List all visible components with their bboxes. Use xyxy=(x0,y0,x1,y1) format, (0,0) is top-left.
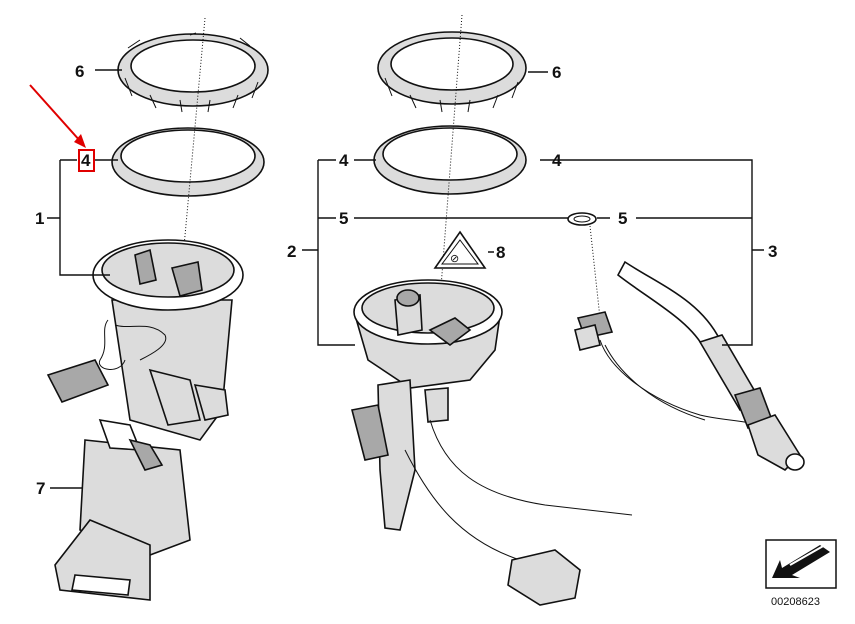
callout-6-right: 6 xyxy=(552,63,561,82)
callout-5-mid: 5 xyxy=(339,209,348,228)
filter-left xyxy=(54,418,191,601)
seal-ring-mid xyxy=(373,125,527,195)
callout-1: 1 xyxy=(35,209,44,228)
red-arrow-icon xyxy=(29,84,86,148)
part-number: 00208623 xyxy=(771,596,820,608)
callout-4-left: 4 xyxy=(81,151,91,170)
callout-8: 8 xyxy=(496,243,505,262)
axis-line-left xyxy=(179,17,206,291)
leader-3-4-5-right xyxy=(540,159,764,346)
callout-4-mid: 4 xyxy=(339,151,349,170)
lock-ring-left xyxy=(117,32,269,113)
highlight-box xyxy=(78,149,95,172)
leader-1-4-left xyxy=(47,159,118,276)
svg-text:⊘: ⊘ xyxy=(450,253,459,265)
o-ring xyxy=(567,212,597,226)
callout-2: 2 xyxy=(287,242,296,261)
fuel-pump-mid xyxy=(351,279,633,606)
leader-2-4-5-mid xyxy=(302,159,494,346)
fuel-line-right xyxy=(574,225,805,471)
callout-3: 3 xyxy=(768,242,777,261)
fuel-pump-left xyxy=(46,239,244,441)
seal-ring-left xyxy=(111,127,265,197)
lock-ring-mid xyxy=(377,31,527,113)
navigation-arrow-icon xyxy=(765,539,837,589)
callout-5-right: 5 xyxy=(618,209,627,228)
callout-6-left: 6 xyxy=(75,62,84,81)
warning-triangle-icon: ⊘ xyxy=(433,230,487,269)
callout-4-right: 4 xyxy=(552,151,562,170)
callout-7: 7 xyxy=(36,479,45,498)
